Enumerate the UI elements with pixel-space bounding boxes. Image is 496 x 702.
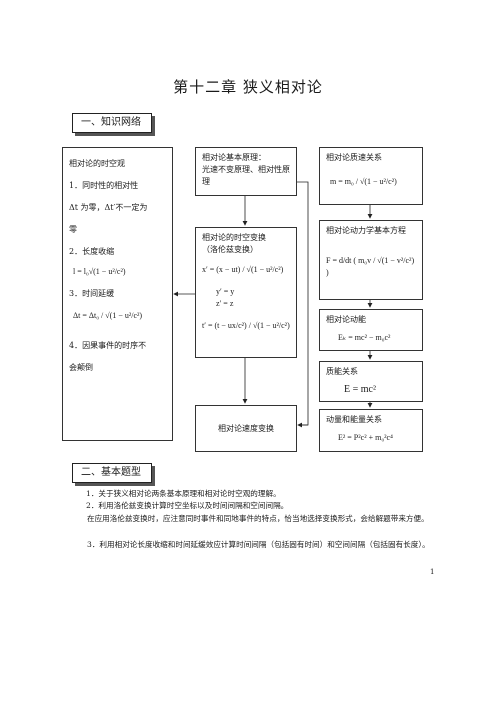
momentum-formula: E² = P²c² + m₀²c⁴ [338,433,393,442]
paragraph-2: 2．利用洛伦兹变换计算时空坐标以及时间间隔和空间间隔。 [86,501,289,510]
principles-text-2: 理 [202,177,210,186]
paragraph-4: 3．利用相对论长度收缩和时间延缓效应计算时间间隔（包括固有时间）和空间间隔（包括… [87,540,430,549]
length-contraction-formula: l = l₀√(1 − u²/c²) [73,267,126,276]
length-contraction-item: 2．长度收缩 [69,247,115,256]
kinetic-energy-box: 相对论动能 Eₖ = mc² − m₀c² [319,309,423,351]
paragraph-3: 在应用洛伦兹变换时，应注意同时事件和同地事件的特点，恰当地选择变换形式，会给解题… [87,514,429,523]
dynamics-equation-box: 相对论动力学基本方程 F = d/dt ( m₀v / √(1 − v²/c²)… [319,220,423,300]
page-number: 1 [430,568,435,576]
spacetime-view-box: 相对论的时空观 1．同时性的相对性 Δt 为零，Δt′不一定为 零 2．长度收缩… [62,147,173,441]
simultaneity-detail-2: 零 [69,225,77,234]
principles-text: 光速不变原理、相对性原 [202,165,290,174]
mass-velocity-box: 相对论质速关系 m = m₀ / √(1 − u²/c²) [319,147,423,205]
spacetime-heading: 相对论的时空观 [69,159,125,168]
energy-formula: E = mc² [344,384,376,395]
kinetic-heading: 相对论动能 [326,315,366,324]
velocity-heading: 相对论速度变换 [218,423,274,433]
causality-item: 4．因果事件的时序不 [69,341,147,350]
dynamics-formula: F = d/dt ( m₀v / √(1 − v²/c²) ) [326,256,415,277]
dynamics-heading: 相对论动力学基本方程 [326,226,406,235]
energy-heading: 质能关系 [326,367,358,376]
lorentz-transform-box: 相对论的时空变换 （洛伦兹变换） x′ = (x − ut) / √(1 − u… [195,227,297,358]
lorentz-heading: 相对论的时空变换 [202,233,266,242]
lorentz-subheading: （洛伦兹变换） [202,245,258,254]
simultaneity-detail: Δt 为零，Δt′不一定为 [69,203,148,212]
mass-heading: 相对论质速关系 [326,153,382,162]
section-heading-basic-problems: 二、基本题型 [72,463,152,483]
lorentz-x-formula: x′ = (x − ut) / √(1 − u²/c²) [202,265,284,274]
paragraph-1: 1．关于狭义相对论两条基本原理和相对论时空观的理解。 [86,489,281,498]
kinetic-formula: Eₖ = mc² − m₀c² [338,333,391,342]
time-dilation-formula: Δt = Δt₀ / √(1 − u²/c²) [73,311,143,320]
chapter-title: 第十二章 狭义相对论 [173,78,323,96]
lorentz-y-formula: y′ = y [216,287,235,296]
section-heading-knowledge-network: 一、知识网络 [72,113,152,133]
time-dilation-item: 3．时间延缓 [69,289,115,298]
momentum-heading: 动量和能量关系 [326,415,382,424]
lorentz-t-formula: t′ = (t − ux/c²) / √(1 − u²/c²) [202,321,290,330]
mass-formula: m = m₀ / √(1 − u²/c²) [330,177,397,186]
mass-energy-box: 质能关系 E = mc² [319,361,423,402]
velocity-transform-box: 相对论速度变换 [195,405,297,452]
causality-detail: 会颠倒 [69,363,93,372]
lorentz-z-formula: z′ = z [216,299,234,308]
basic-principles-box: 相对论基本原理： 光速不变原理、相对性原 理 [195,147,297,196]
momentum-energy-box: 动量和能量关系 E² = P²c² + m₀²c⁴ [319,409,423,452]
principles-heading: 相对论基本原理： [202,153,266,162]
simultaneity-item: 1．同时性的相对性 [69,181,139,190]
